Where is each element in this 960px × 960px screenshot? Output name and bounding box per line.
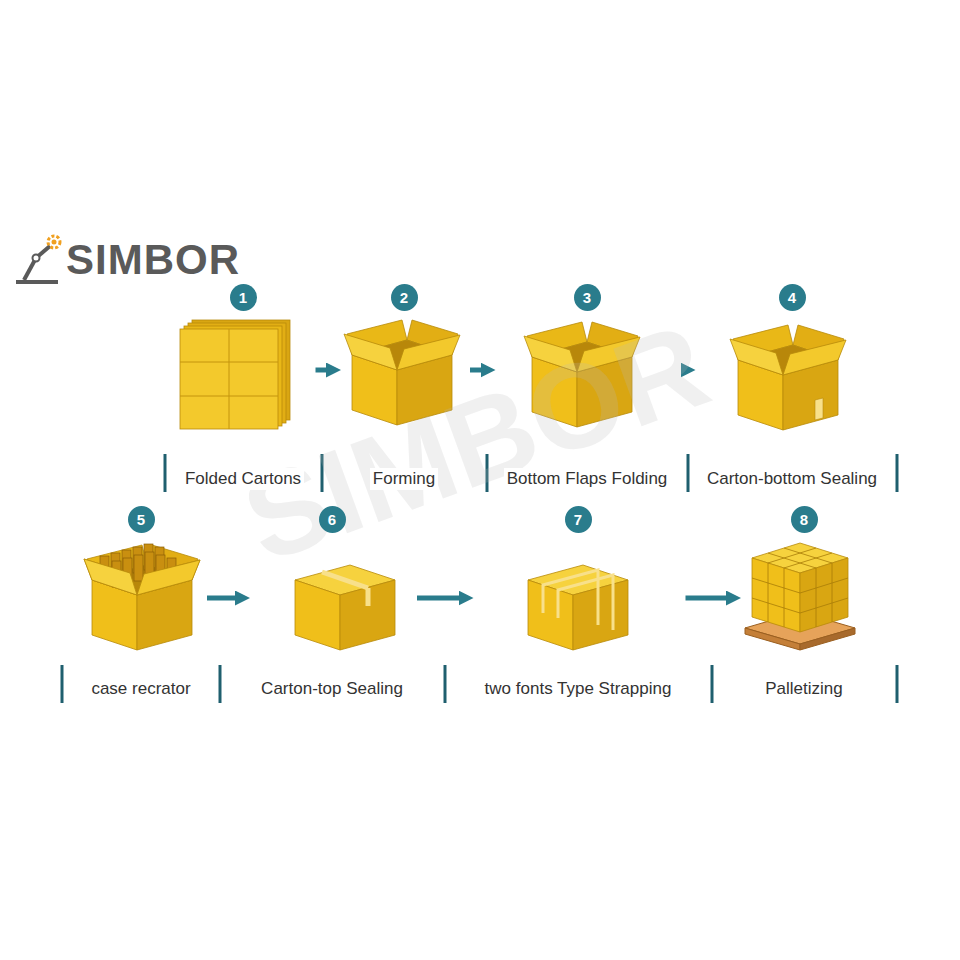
watermark: SIMBOR xyxy=(226,295,724,589)
process-step: 5 case recrator xyxy=(81,506,201,700)
top-sealed-box xyxy=(295,565,395,650)
process-step: 4Carton-bottom Sealing xyxy=(699,284,886,490)
strapped-box xyxy=(528,565,628,650)
step-number: 2 xyxy=(391,284,418,311)
forming-box xyxy=(344,320,460,425)
bottom-sealed-box xyxy=(730,325,846,430)
case-packing-box xyxy=(84,544,200,650)
logo-text: SIMBOR xyxy=(66,236,240,284)
logo-icon xyxy=(16,236,60,282)
step-caption: Palletizing xyxy=(762,678,846,700)
step-number: 4 xyxy=(779,284,806,311)
step-number: 7 xyxy=(565,506,592,533)
flow-arrow xyxy=(470,368,487,373)
step-number: 8 xyxy=(791,506,818,533)
step-number: 5 xyxy=(128,506,155,533)
step-number: 3 xyxy=(574,284,601,311)
flow-arrow xyxy=(316,368,333,373)
process-step: 8Palletizing xyxy=(744,506,864,700)
flow-arrow xyxy=(417,596,465,601)
process-step: 1Folded Cartons xyxy=(177,284,310,490)
flow-arrow xyxy=(686,596,733,601)
step-caption: case recrator xyxy=(88,678,193,700)
step-number: 6 xyxy=(319,506,346,533)
step-caption: Carton-top Sealing xyxy=(258,678,406,700)
step-caption: two fonts Type Strapping xyxy=(482,678,675,700)
step-caption: Forming xyxy=(370,468,438,490)
flow-arrow xyxy=(207,596,241,601)
pallet-stack xyxy=(745,543,855,650)
process-step: 3Bottom Flaps Folding xyxy=(499,284,676,490)
process-step: 7 two fonts Type Strapping xyxy=(477,506,680,700)
bottom-flaps-box xyxy=(524,322,640,427)
step-caption: Carton-bottom Sealing xyxy=(704,468,880,490)
folded-cartons xyxy=(180,320,290,429)
flow-arrow xyxy=(682,368,687,373)
step-caption: Folded Cartons xyxy=(182,468,304,490)
process-step: 6Carton-top Sealing xyxy=(253,506,411,700)
separator-bars xyxy=(62,454,897,703)
process-step: 2Forming xyxy=(344,284,464,490)
step-caption: Bottom Flaps Folding xyxy=(504,468,671,490)
step-number: 1 xyxy=(230,284,257,311)
